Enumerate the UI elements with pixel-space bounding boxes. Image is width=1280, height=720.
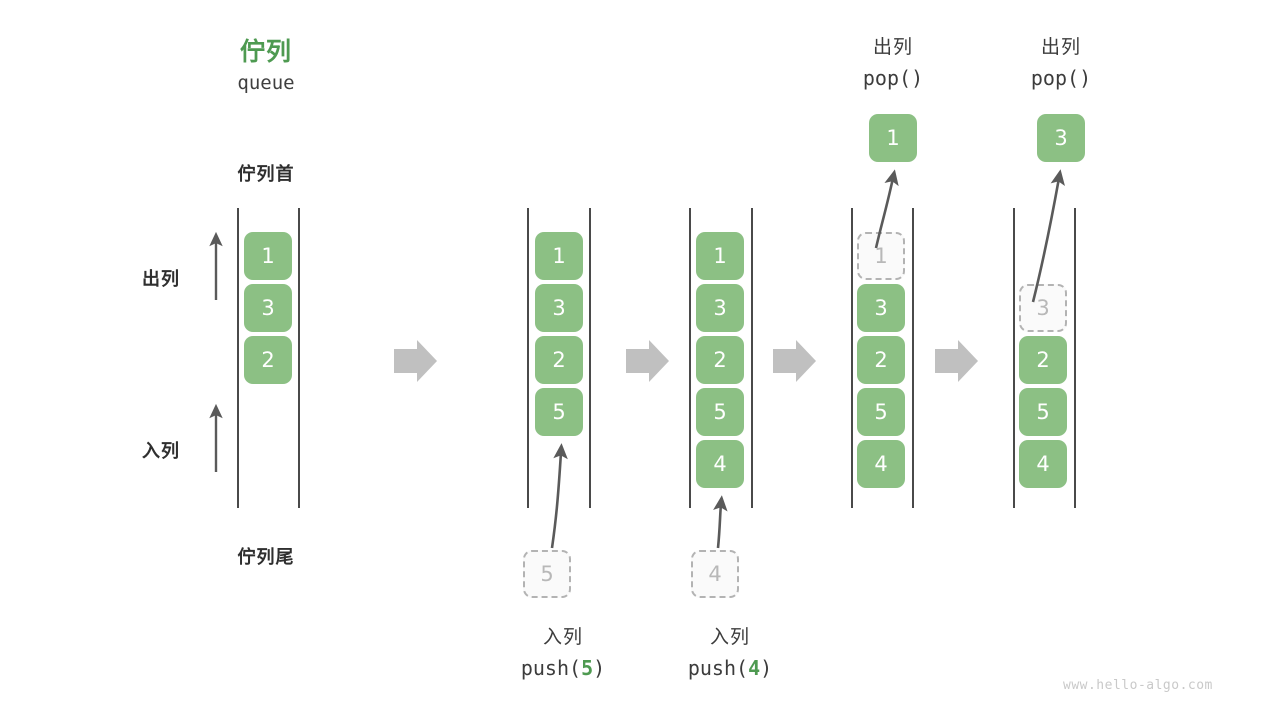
op-code-prefix: pop(	[1030, 66, 1080, 90]
queue-cell: 2	[244, 336, 292, 384]
queue-cell: 1	[244, 232, 292, 280]
queue-cell: 4	[696, 440, 744, 488]
rail-left	[1013, 208, 1015, 508]
rail-right	[1074, 208, 1076, 508]
op-code-prefix: push(	[520, 656, 582, 680]
operation-label-code: push(5)	[488, 656, 638, 680]
op-code-arg: 5	[581, 656, 594, 680]
queue-cell: 4	[1019, 440, 1067, 488]
operation-label-code: pop()	[818, 66, 968, 90]
diagram-title-cn: 佇列	[239, 38, 292, 66]
rail-right	[912, 208, 914, 508]
rail-left	[851, 208, 853, 508]
op-code-prefix: push(	[687, 656, 749, 680]
op-code-prefix: pop(	[862, 66, 912, 90]
op-code-suffix: )	[1079, 66, 1092, 90]
queue-cell: 1	[535, 232, 583, 280]
rail-right	[589, 208, 591, 508]
op-code-suffix: )	[760, 656, 773, 680]
operation-label-code: push(4)	[655, 656, 805, 680]
operation-label-cn: 出列	[1040, 37, 1081, 58]
outgoing-ghost-cell: 3	[1019, 284, 1067, 332]
op-code-suffix: )	[911, 66, 924, 90]
popped-cell: 1	[869, 114, 917, 162]
enqueue-direction-label: 入列	[142, 441, 180, 461]
queue-cell: 5	[535, 388, 583, 436]
step-arrow-icon	[935, 340, 978, 382]
step-arrow-icon	[626, 340, 669, 382]
queue-cell: 3	[535, 284, 583, 332]
incoming-ghost-cell: 5	[523, 550, 571, 598]
watermark: www.hello-algo.com	[1063, 678, 1213, 693]
dequeue-direction-label: 出列	[142, 269, 180, 289]
rail-right	[298, 208, 300, 508]
rail-left	[237, 208, 239, 508]
queue-cell: 1	[696, 232, 744, 280]
rail-left	[527, 208, 529, 508]
push-arrow-5-icon	[550, 443, 568, 549]
queue-cell: 2	[696, 336, 744, 384]
queue-cell: 2	[535, 336, 583, 384]
queue-cell: 3	[244, 284, 292, 332]
queue-cell: 2	[857, 336, 905, 384]
queue-cell: 3	[857, 284, 905, 332]
operation-label-cn: 入列	[542, 627, 583, 648]
rail-right	[751, 208, 753, 508]
incoming-ghost-cell: 4	[691, 550, 739, 598]
operation-label-code: pop()	[986, 66, 1136, 90]
queue-cell: 5	[857, 388, 905, 436]
op-code-suffix: )	[593, 656, 606, 680]
queue-cell: 2	[1019, 336, 1067, 384]
diagram-title-en: queue	[237, 72, 295, 94]
queue-cell: 5	[1019, 388, 1067, 436]
op-code-arg: 4	[748, 656, 761, 680]
step-arrow-icon	[773, 340, 816, 382]
queue-head-label: 佇列首	[237, 164, 295, 184]
rail-left	[689, 208, 691, 508]
push-arrow-4-icon	[713, 495, 728, 549]
queue-cell: 5	[696, 388, 744, 436]
outgoing-ghost-cell: 1	[857, 232, 905, 280]
queue-tail-label: 佇列尾	[237, 547, 295, 567]
queue-cell: 3	[696, 284, 744, 332]
queue-cell: 4	[857, 440, 905, 488]
operation-label-cn: 出列	[872, 37, 913, 58]
popped-cell: 3	[1037, 114, 1085, 162]
step-arrow-icon	[394, 340, 437, 382]
operation-label-cn: 入列	[709, 627, 750, 648]
